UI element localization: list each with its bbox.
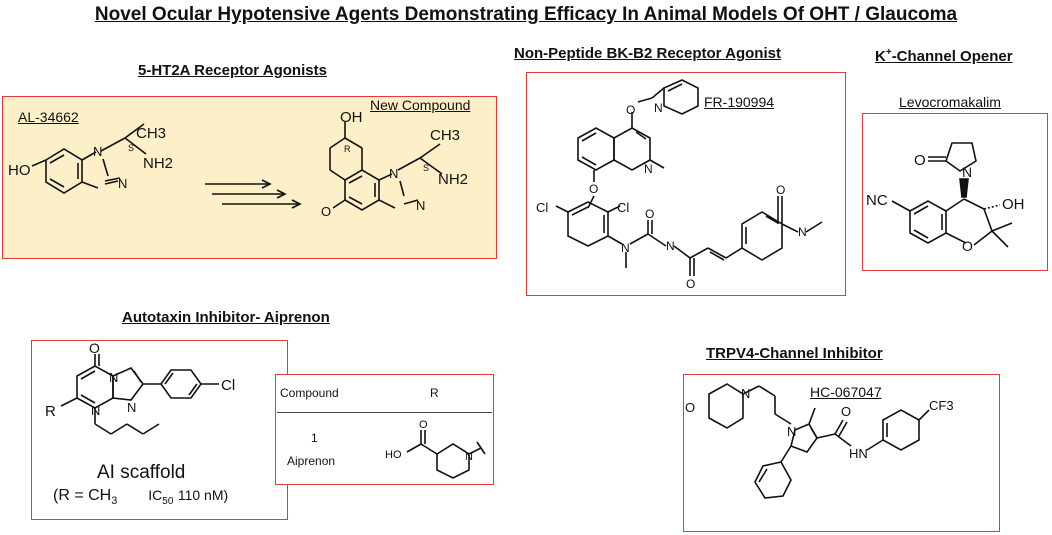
aiprenon-table: [275, 374, 494, 485]
o-atom: O: [419, 419, 428, 431]
n-atom: N: [644, 162, 653, 176]
n-atom: N: [109, 370, 118, 385]
kchannel-heading-rest: -Channel Opener: [891, 48, 1013, 65]
r-def-text: (R = CH: [53, 487, 112, 504]
reaction-arrows: [205, 179, 302, 209]
n-atom: N: [389, 166, 398, 181]
ai-scaffold-structure: O N N N R Cl: [45, 340, 235, 435]
cf3-atom: CF3: [929, 398, 954, 413]
nh2-atom: NH2: [438, 171, 468, 188]
ht2a-heading: 5-HT2A Receptor Agonists: [138, 62, 327, 79]
fr190994-label: FR-190994: [704, 94, 775, 110]
n-atom: N: [962, 164, 972, 180]
n-atom: N: [127, 400, 136, 415]
hc067047-structure: O N N O HN CF3: [685, 383, 954, 499]
new-compound-structure: OH R O N N CH3 NH2 S: [321, 109, 468, 219]
bk-heading: Non-Peptide BK-B2 Receptor Agonist: [514, 45, 781, 62]
n-atom: N: [741, 386, 750, 401]
o-atom: O: [685, 400, 695, 415]
bk-box: [526, 72, 846, 296]
o-atom: O: [89, 340, 100, 356]
ic-sub: 50: [162, 496, 174, 508]
oh-atom: OH: [340, 109, 363, 126]
figure-title: Novel Ocular Hypotensive Agents Demonstr…: [94, 4, 958, 25]
ho-atom: HO: [8, 162, 31, 179]
r-definition: (R = CH3 IC50 110 nM): [53, 487, 228, 507]
ht2a-structures: HO N N CH3 NH2 S OH R O: [8, 109, 468, 219]
n-atom: N: [787, 424, 796, 439]
ic-label: IC: [148, 487, 163, 503]
r-def-sub: 3: [111, 495, 118, 508]
n-atom: N: [91, 403, 100, 418]
scaffold-label: AI scaffold: [97, 462, 186, 483]
o-atom: O: [914, 152, 926, 169]
o-atom: O: [841, 404, 851, 419]
ch3-atom: CH3: [136, 125, 166, 142]
o-atom: O: [626, 103, 635, 117]
levocromakalim-label: Levocromakalim: [899, 94, 1001, 110]
stereo-s-label: S: [423, 163, 429, 173]
o-atom: O: [321, 204, 331, 219]
o-atom: O: [962, 238, 973, 254]
o-atom: O: [686, 277, 695, 291]
n-atom: N: [654, 101, 663, 115]
n-atom: N: [416, 198, 425, 213]
table-row-number: 1: [311, 431, 318, 445]
n-atom: N: [798, 225, 807, 239]
al34662-label: AL-34662: [18, 109, 79, 125]
levocromakalim-structure: N O NC OH O: [866, 142, 1025, 254]
stereo-s-label: S: [128, 143, 134, 153]
kchannel-box: [862, 113, 1048, 271]
oh-atom: OH: [1002, 196, 1025, 213]
cl-atom: Cl: [536, 200, 548, 215]
r-atom: R: [45, 403, 56, 420]
kchannel-heading-sup: +: [885, 47, 892, 58]
o-atom: O: [776, 183, 785, 197]
ic-value: 110 nM): [177, 487, 229, 503]
trpv4-box: [683, 374, 1000, 532]
table-divider: [277, 412, 492, 413]
hn-atom: HN: [849, 446, 868, 461]
table-col-r: R: [430, 386, 439, 400]
trpv4-heading: TRPV4-Channel Inhibitor: [706, 345, 883, 362]
ht2a-box: [2, 96, 497, 259]
al34662-structure: HO N N CH3 NH2 S: [8, 123, 173, 194]
n-atom: N: [621, 241, 630, 255]
autotaxin-heading: Autotaxin Inhibitor- Aiprenon: [122, 309, 330, 326]
cl-atom: Cl: [221, 377, 235, 394]
aiprenon-r-group: HO O N: [385, 419, 486, 479]
n-atom: N: [93, 144, 102, 159]
n-atom: N: [666, 239, 675, 253]
ch3-atom: CH3: [430, 127, 460, 144]
cl-atom: Cl: [617, 200, 629, 215]
table-col-compound: Compound: [280, 386, 339, 400]
n-atom: N: [118, 176, 127, 191]
kchannel-heading-k: K: [875, 48, 886, 65]
n-atom: N: [465, 451, 473, 463]
stereo-r-label: R: [344, 144, 351, 154]
kchannel-heading: K+-Channel Opener: [875, 47, 1013, 65]
o-atom: O: [645, 207, 654, 221]
nc-atom: NC: [866, 192, 888, 209]
new-compound-label: New Compound: [370, 97, 471, 113]
hc067047-label: HC-067047: [810, 384, 882, 400]
o-atom: O: [589, 182, 598, 196]
nh2-atom: NH2: [143, 155, 173, 172]
fr190994-structure: O N N O Cl Cl N O N O O N: [536, 79, 823, 291]
ho-atom: HO: [385, 449, 402, 461]
table-row-name: Aiprenon: [287, 454, 336, 468]
